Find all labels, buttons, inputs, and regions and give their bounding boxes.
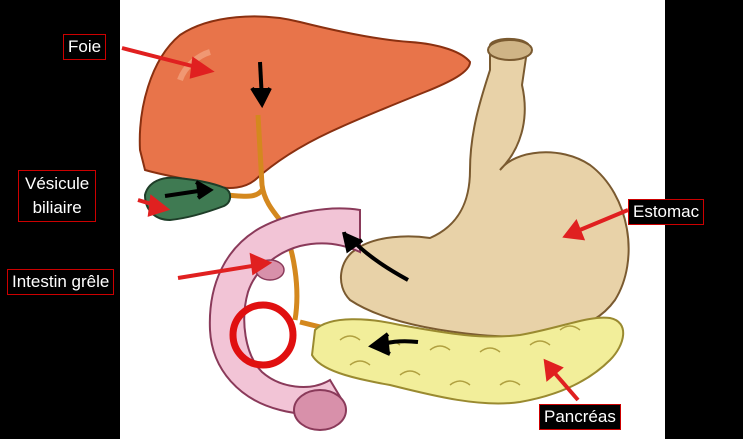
label-vesicule-biliaire: Vésicule biliaire (18, 170, 96, 222)
label-estomac: Estomac (628, 199, 704, 225)
label-pancreas: Pancréas (539, 404, 621, 430)
label-vesicule-line2: biliaire (25, 196, 89, 220)
label-vesicule-line1: Vésicule (25, 172, 89, 196)
label-foie: Foie (63, 34, 106, 60)
liver-shape (140, 16, 470, 188)
label-intestin-grele: Intestin grêle (7, 269, 114, 295)
